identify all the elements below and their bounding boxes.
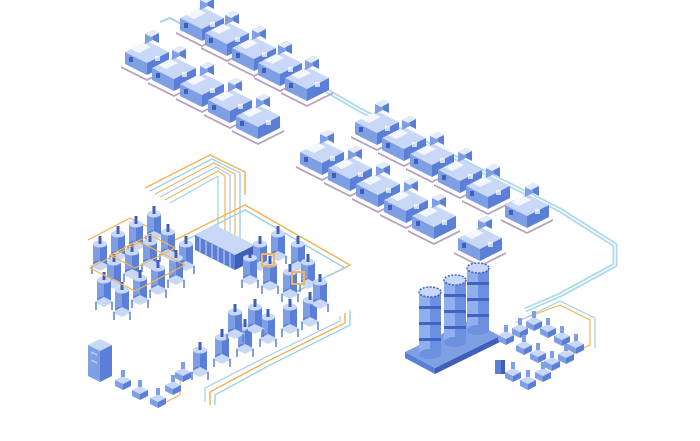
electrical-cabinet-icon — [195, 225, 255, 270]
mixing-tank-icon — [239, 225, 319, 303]
molding-machine-icon — [296, 100, 553, 267]
electrical-cabinet-icon — [88, 339, 112, 382]
workstation — [498, 311, 584, 390]
cluster-frame — [261, 253, 305, 285]
molding-machine-icon — [121, 0, 333, 145]
workstation — [115, 362, 191, 408]
mixing-tank-icon — [189, 273, 331, 381]
electrical-cabinet-icon — [495, 360, 505, 374]
cluster-frame — [88, 234, 187, 292]
